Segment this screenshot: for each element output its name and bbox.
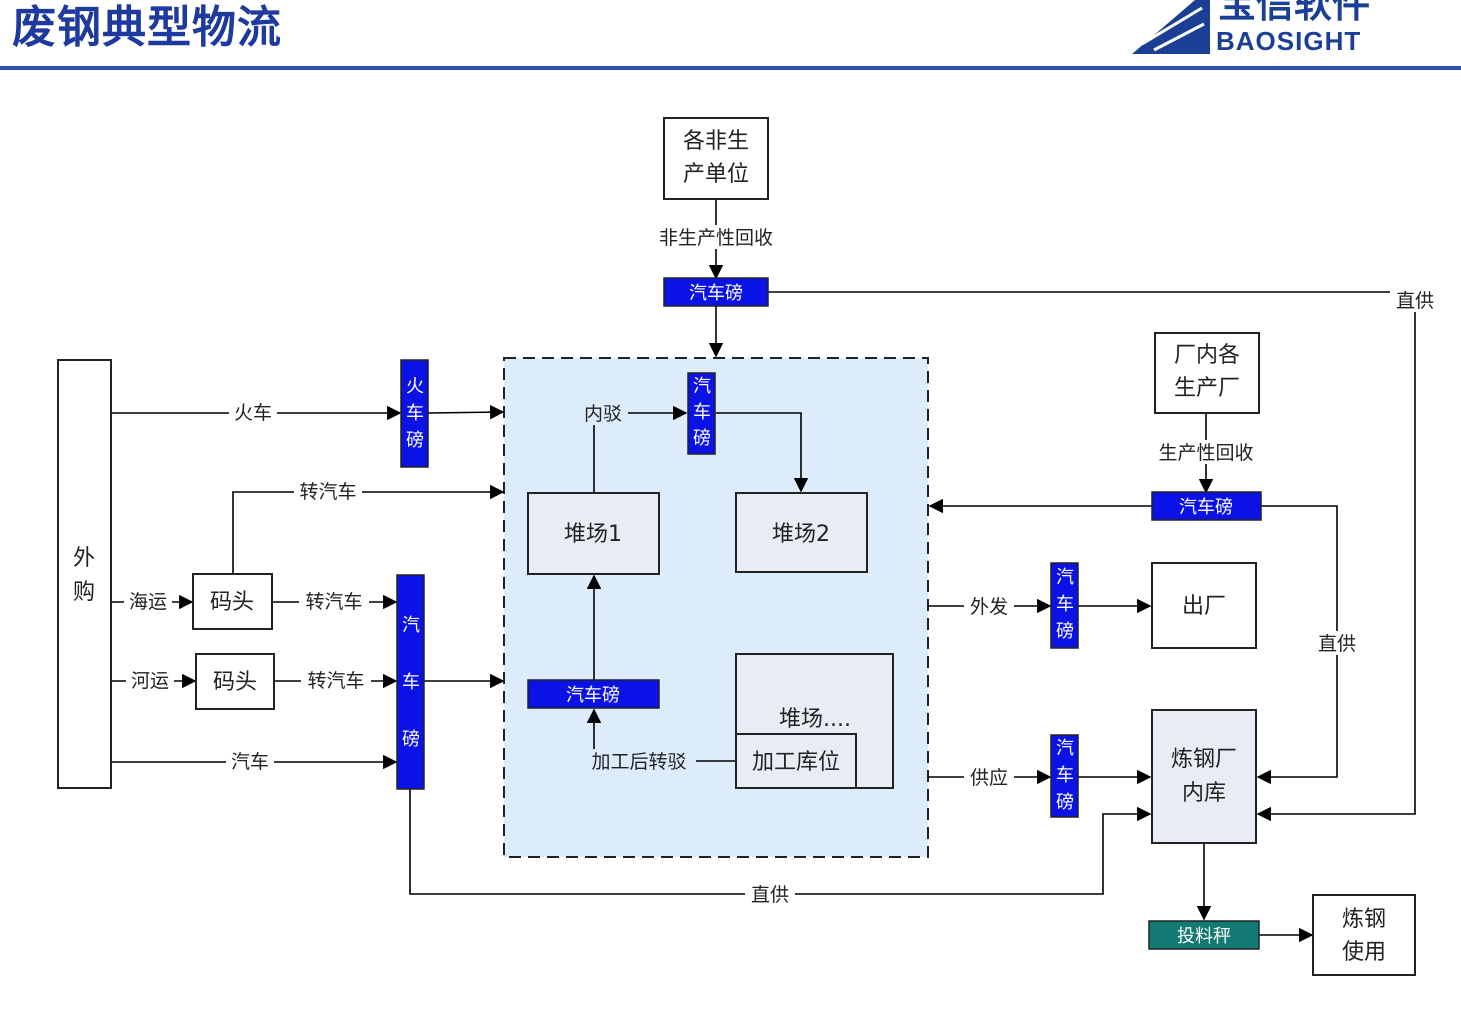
- exit-plant-box: [1151, 562, 1257, 649]
- yard-more-label: 堆场....: [779, 707, 851, 732]
- header-rule: [0, 66, 1461, 70]
- dock-sea-label: 码头: [210, 590, 254, 615]
- brand-name-cn: 宝信软件: [1218, 0, 1371, 26]
- external-purchase-label-1: 外: [73, 546, 95, 571]
- truck-scale-left-label-2: 车: [402, 672, 420, 693]
- steel-use-label-2: 使用: [1342, 940, 1386, 965]
- rail-scale-label-1: 火: [406, 376, 424, 397]
- truck-scale-left-label-3: 磅: [402, 729, 420, 750]
- dock-river-box: [195, 653, 275, 710]
- header: 废钢典型物流 宝信软件 BAOSIGHT: [0, 0, 1461, 72]
- edge-label-production-recycle: 生产性回收: [1158, 442, 1253, 464]
- truck-scale-top: [663, 277, 769, 307]
- truck-scale-yard-label: 汽车磅: [566, 685, 620, 706]
- steel-use-box: [1312, 894, 1416, 976]
- truck-scale-supply: [1050, 734, 1079, 818]
- truck-scale-ship-out-label-2: 车: [1056, 594, 1074, 615]
- non-production-units-box: [663, 117, 769, 200]
- truck-scale-ship-out: [1050, 562, 1079, 649]
- truck-scale-left: [396, 574, 425, 790]
- truck-scale-supply-label-2: 车: [1056, 765, 1074, 786]
- edge-label-transfer-truck-sea: 转汽车: [305, 591, 362, 613]
- charging-scale: [1148, 920, 1260, 950]
- edge-label-internal-transfer: 内驳: [584, 403, 622, 425]
- edge-label-river: 河运: [131, 670, 169, 692]
- dock-river-label: 码头: [213, 670, 257, 695]
- external-purchase-box: [57, 359, 112, 789]
- truck-scale-ship-out-label-3: 磅: [1056, 621, 1074, 642]
- edge-label-direct-supply-bottom: 直供: [751, 884, 789, 906]
- rail-scale-label-2: 车: [406, 403, 424, 424]
- edge-label-ship-out: 外发: [970, 596, 1008, 618]
- edge-label-supply: 供应: [970, 767, 1008, 789]
- yard2-box: [735, 492, 868, 573]
- dock-sea-box: [192, 573, 273, 630]
- external-purchase-label-2: 购: [73, 580, 95, 605]
- processing-bay-box: [735, 733, 857, 789]
- yard1-box: [527, 492, 660, 575]
- edge-label-transfer-truck-river: 转汽车: [307, 670, 364, 692]
- brand-name-en: BAOSIGHT: [1216, 26, 1362, 56]
- truck-scale-supply-label-3: 磅: [1056, 792, 1074, 813]
- charging-scale-label: 投料秤: [1177, 926, 1231, 947]
- truck-scale-internal: [1151, 491, 1262, 521]
- steel-plant-store-label-2: 内库: [1182, 781, 1226, 806]
- connectors: [111, 199, 1416, 943]
- yard1-label: 堆场1: [564, 522, 622, 547]
- truck-scale-supply-label-1: 汽: [1056, 738, 1074, 759]
- truck-scale-top-label: 汽车磅: [689, 283, 743, 304]
- edge-label-transfer-truck-top: 转汽车: [299, 481, 356, 503]
- yard2-label: 堆场2: [772, 522, 830, 547]
- edge-label-truck: 汽车: [231, 751, 269, 773]
- internal-plants-label-2: 生产厂: [1174, 376, 1240, 401]
- truck-scale-inner-label-3: 磅: [693, 428, 711, 449]
- rail-scale-label-3: 磅: [406, 430, 424, 451]
- edge-label-train: 火车: [234, 402, 272, 424]
- truck-scale-left-label-1: 汽: [402, 615, 420, 636]
- steel-plant-store-box: [1151, 709, 1257, 844]
- truck-scale-internal-label: 汽车磅: [1179, 497, 1233, 518]
- non-production-units-label-1: 各非生: [683, 129, 749, 154]
- non-production-units-label-2: 产单位: [683, 162, 749, 187]
- steel-plant-store-label-1: 炼钢厂: [1171, 747, 1237, 772]
- truck-scale-inner: [687, 372, 716, 455]
- edge-label-sea: 海运: [129, 591, 167, 613]
- edge-label-post-process-transfer: 加工后转驳: [591, 751, 686, 773]
- internal-plants-label-1: 厂内各: [1174, 343, 1240, 368]
- truck-scale-ship-out-label-1: 汽: [1056, 567, 1074, 588]
- internal-plants-box: [1154, 332, 1260, 414]
- edge-label-direct-supply-right: 直供: [1318, 633, 1356, 655]
- page-title: 废钢典型物流: [12, 2, 282, 53]
- exit-plant-label: 出厂: [1182, 594, 1226, 619]
- truck-scale-yard: [527, 679, 660, 709]
- steel-use-label-1: 炼钢: [1342, 907, 1386, 932]
- processing-bay-label: 加工库位: [752, 750, 840, 775]
- edge-label-non-production-recycle: 非生产性回收: [659, 227, 773, 249]
- edge-label-direct-supply-top: 直供: [1396, 290, 1434, 312]
- truck-scale-inner-label-1: 汽: [693, 376, 711, 397]
- rail-scale: [400, 359, 429, 468]
- edge-labels: 火车 转汽车 海运 转汽车 河运 转汽车 汽车 非生产性回收 直供 生产性回收 …: [124, 225, 1440, 906]
- baosight-logo-icon: [1132, 0, 1210, 54]
- truck-scale-inner-label-2: 车: [693, 402, 711, 423]
